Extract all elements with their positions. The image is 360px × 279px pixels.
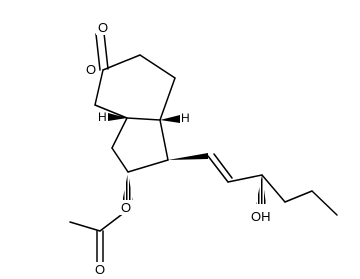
bond-ring-left-down xyxy=(111,117,128,149)
bond-ring-right xyxy=(159,119,169,161)
bond-top-right xyxy=(139,54,176,79)
wedge-h-left xyxy=(108,113,127,121)
bond-alkene-1 xyxy=(207,155,229,183)
bond-acetoxy-o-c xyxy=(99,211,126,232)
stereo-hydrogens: H H xyxy=(98,110,190,125)
bond-carbonyl-1 xyxy=(103,32,109,70)
bond-chain-3 xyxy=(284,190,313,203)
side-chain xyxy=(168,153,338,216)
ester-o-label: O xyxy=(95,262,105,277)
bond-alkene-2 xyxy=(213,153,233,179)
bond-chain-1 xyxy=(227,174,263,183)
lactone-ring xyxy=(94,54,176,121)
bond-right-down xyxy=(159,77,176,121)
hydroxyl-group: OH xyxy=(251,175,271,224)
bond-acetyl-methyl xyxy=(69,221,101,232)
bond-fusion xyxy=(126,117,161,121)
bond-ring-bottom xyxy=(127,159,169,173)
bond-chain-4 xyxy=(311,190,338,216)
wedge-side-chain xyxy=(168,153,208,160)
acetoxy-o-label: O xyxy=(121,200,131,215)
carbonyl-o-label: O xyxy=(98,20,108,35)
ring-o-label: O xyxy=(86,62,96,77)
bond-co-left xyxy=(94,69,104,106)
atom-labels: O O O O xyxy=(84,20,133,277)
cyclopentane-ring xyxy=(111,117,169,173)
bond-ring-lower-left xyxy=(111,147,129,173)
bond-chain-2 xyxy=(261,174,286,203)
wedge-h-right xyxy=(160,115,180,123)
hash-hydroxyl xyxy=(256,175,266,204)
h-right-label: H xyxy=(181,111,190,125)
acetoxy-group xyxy=(69,172,133,265)
bond-carbonyl-2 xyxy=(95,33,101,71)
h-left-label: H xyxy=(98,110,107,124)
hydroxyl-label: OH xyxy=(251,209,271,224)
hash-acetoxy xyxy=(122,172,133,203)
bond-o-left xyxy=(94,104,128,119)
bond-co-top xyxy=(102,54,141,71)
carbonyl-group xyxy=(95,32,109,71)
